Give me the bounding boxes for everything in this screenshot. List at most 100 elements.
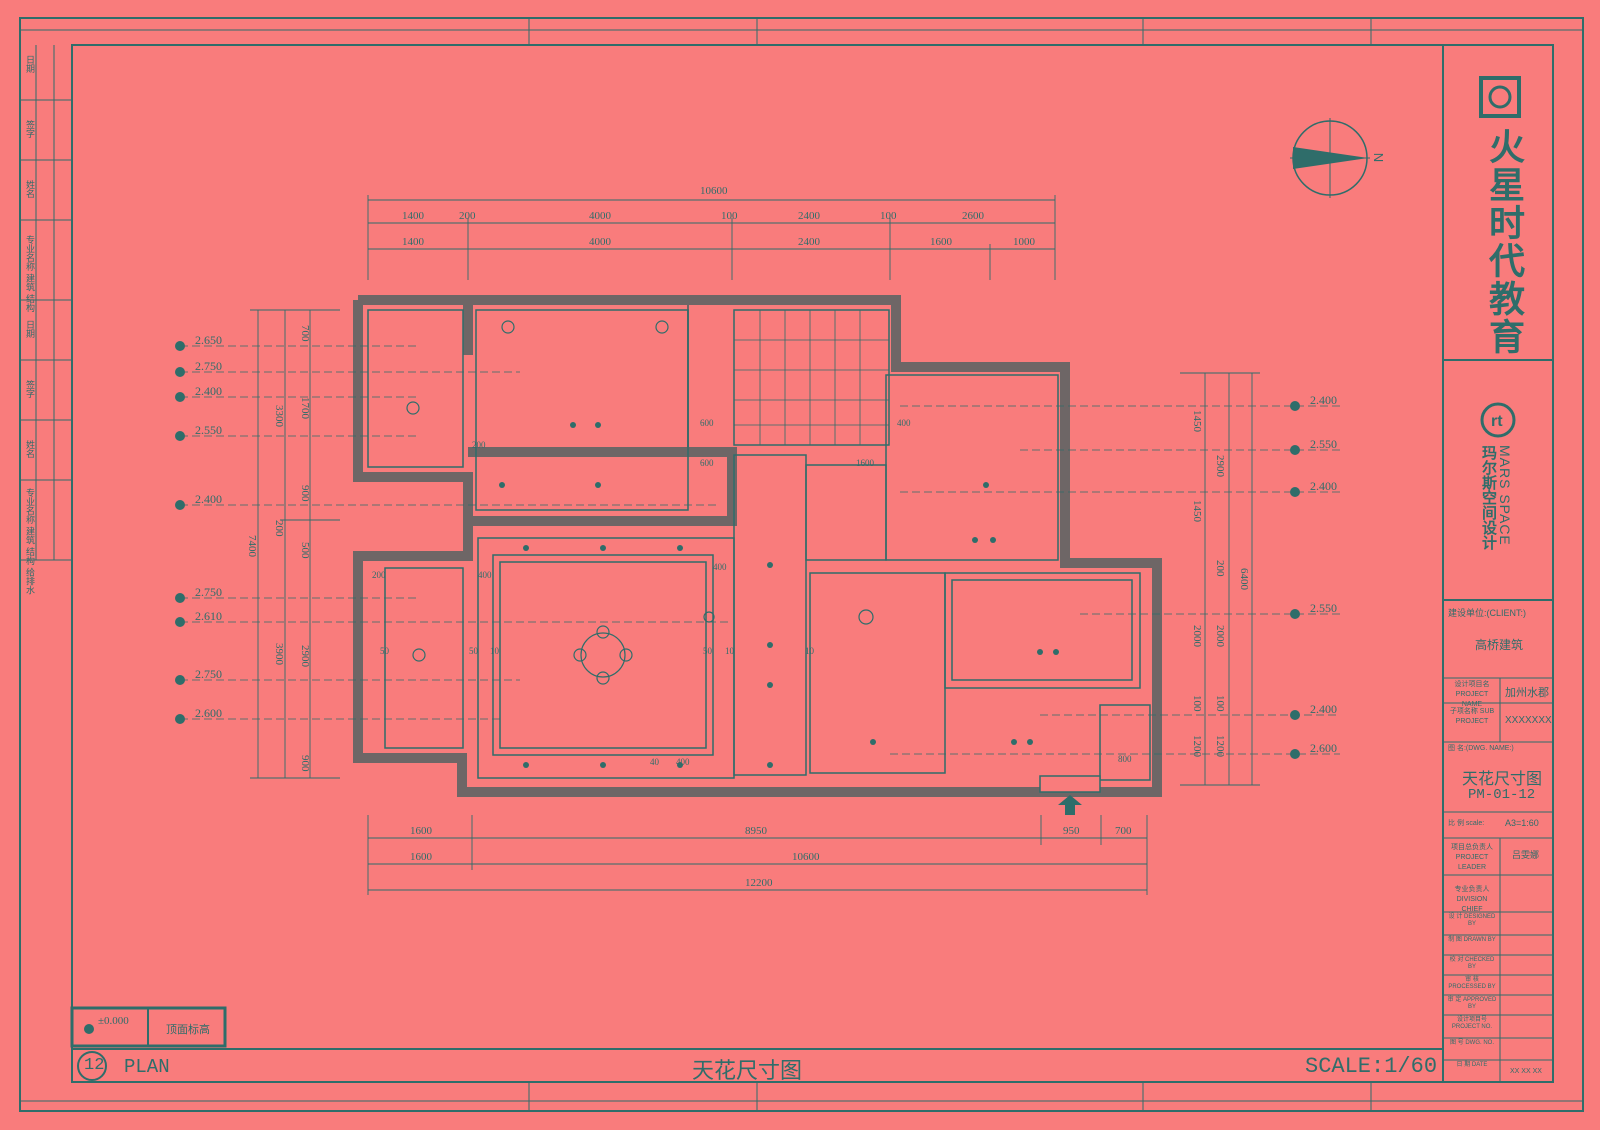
inner-dim: 400 (713, 562, 727, 572)
ceiling-level: 2.750 (195, 667, 222, 681)
entrance-arrow-icon (1058, 795, 1082, 815)
ceiling-level: 2.550 (1310, 437, 1337, 451)
sheet-number: 12 (84, 1056, 105, 1075)
ceiling-level: 2.400 (195, 384, 222, 398)
ceiling-level: 2.400 (1310, 479, 1337, 493)
dim-right-5: 100 (1191, 695, 1203, 712)
dim-right-mid-4: 100 (1214, 695, 1226, 712)
drawing-name: 天花尺寸图 (1462, 771, 1543, 788)
dining-table-icon (573, 625, 633, 685)
project-value: 加州水郡 (1505, 687, 1549, 699)
dim-right-1: 1450 (1191, 410, 1203, 432)
dim-bottom-total: 12200 (745, 877, 773, 889)
strip-label: 专业名称 建筑 结构 (25, 235, 35, 313)
client-label: 建设单位:(CLIENT:) (1448, 608, 1527, 618)
plan-label: PLAN (124, 1056, 170, 1078)
svg-text:rt: rt (1491, 413, 1503, 430)
dim-top2-2: 4000 (589, 236, 611, 248)
ceiling-level: 2.400 (1310, 702, 1337, 716)
dim-top-5: 2400 (798, 210, 820, 222)
dim-top2-4: 1600 (930, 236, 952, 248)
dim-top2-1: 1400 (402, 236, 424, 248)
dim-left-outer-3: 3900 (273, 643, 285, 665)
dim-left-inner-7: 900 (299, 755, 311, 772)
scale-label: 比 例 scale: (1448, 820, 1485, 827)
dim-left-outer-2: 7400 (246, 535, 258, 557)
client-value: 高桥建筑 (1475, 638, 1524, 652)
sheet-border (19, 17, 1584, 1112)
project-label: 设计项目名 PROJECT NAME (1454, 681, 1490, 708)
ceiling-level: 2.600 (195, 706, 222, 720)
dim-left-inner-5: 500 (299, 542, 311, 559)
role-label: 制 图 DRAWN BY (1448, 937, 1496, 943)
inner-dim: 50 (469, 646, 478, 656)
strip-label: 姓名 (25, 440, 35, 458)
role-label: 设 计 DESIGNED BY (1448, 914, 1496, 927)
inner-dim: 600 (700, 418, 714, 428)
scale-value: A3=1:60 (1505, 818, 1539, 828)
strip-label: 日期 (25, 320, 35, 338)
ceiling-level: 2.650 (195, 333, 222, 347)
dim-bottom2-1: 1600 (410, 851, 432, 863)
inner-dim: 400 (897, 418, 911, 428)
inner-dim: 600 (700, 458, 714, 468)
ceiling-level: 2.400 (195, 492, 222, 506)
sub-project-value: XXXXXXX (1505, 715, 1552, 726)
ceiling-level: 2.400 (1310, 393, 1337, 407)
inner-dim: 10 (490, 646, 499, 656)
sheet-number-circle (77, 1051, 107, 1081)
drawing-name-label: 图 名:(DWG. NAME:) (1448, 745, 1514, 752)
role-label: 设计项目号 PROJECT NO. (1451, 1017, 1493, 1030)
inner-dim: 1600 (856, 458, 874, 468)
leader-value: 吕雯娜 (1512, 850, 1540, 860)
dim-right-4: 2000 (1191, 625, 1203, 647)
dim-left-inner-2: 1700 (299, 397, 311, 419)
dim-top2-5: 1000 (1013, 236, 1035, 248)
inner-dim: 400 (676, 757, 690, 767)
role-label: 校 对 CHECKED BY (1449, 957, 1495, 970)
inner-dim: 10 (725, 646, 734, 656)
dim-top-7: 2600 (962, 210, 984, 222)
footer-title: 天花尺寸图 (692, 1058, 803, 1083)
floor-plan-walls (353, 295, 1162, 797)
level-marker-icons (84, 341, 1300, 1034)
legend-label: 顶面标高 (166, 1024, 210, 1036)
ceiling-level: 2.610 (195, 609, 222, 623)
dim-right-outer: 6400 (1238, 568, 1250, 590)
inner-dim: 800 (1118, 754, 1132, 764)
leader-label: 项目总负责人 PROJECT LEADER (1451, 844, 1493, 871)
footer-scale: SCALE:1/60 (1305, 1054, 1438, 1079)
drawing-code: PM-01-12 (1468, 787, 1536, 803)
strip-label: 姓名 (25, 180, 35, 198)
dim-bottom-3: 950 (1063, 825, 1080, 837)
ceiling-level: 2.600 (1310, 741, 1337, 755)
role-label: 审 核 PROCESSED BY (1448, 977, 1496, 990)
dim-left-inner-6: 2900 (299, 645, 311, 667)
dim-top-3: 4000 (589, 210, 611, 222)
brand-name: 火星时代教育 (1484, 128, 1525, 356)
dim-right-2: 1450 (1191, 500, 1203, 522)
inner-dim: 10 (805, 646, 814, 656)
dim-left-outer-1: 3300 (273, 405, 285, 427)
inner-dim: 200 (372, 570, 386, 580)
inner-dim: 50 (380, 646, 389, 656)
dim-top-6: 100 (880, 210, 897, 222)
strip-label: 日期 (25, 55, 35, 73)
dim-top-total: 10600 (700, 185, 728, 197)
strip-label: 签字 (25, 380, 35, 398)
title-block-frame (1442, 45, 1553, 1082)
ceiling-level: 2.550 (195, 423, 222, 437)
dim-top2-3: 2400 (798, 236, 820, 248)
dim-top-2: 200 (459, 210, 476, 222)
mars-space-logo-icon (1480, 402, 1516, 438)
role-label: 审 定 APPROVED BY (1447, 997, 1497, 1010)
ceiling-level: 2.750 (195, 585, 222, 599)
dim-right-6: 1200 (1191, 735, 1203, 757)
interior-partitions (367, 309, 1151, 793)
ceiling-level-leaders (180, 345, 1340, 755)
strip-label: 专业名称 建筑 结构 给排水 (25, 488, 35, 595)
dim-left-inner-3: 900 (299, 485, 311, 502)
role-label: 图 号 DWG. NO. (1450, 1040, 1494, 1046)
light-fixture-icons (499, 422, 1059, 768)
